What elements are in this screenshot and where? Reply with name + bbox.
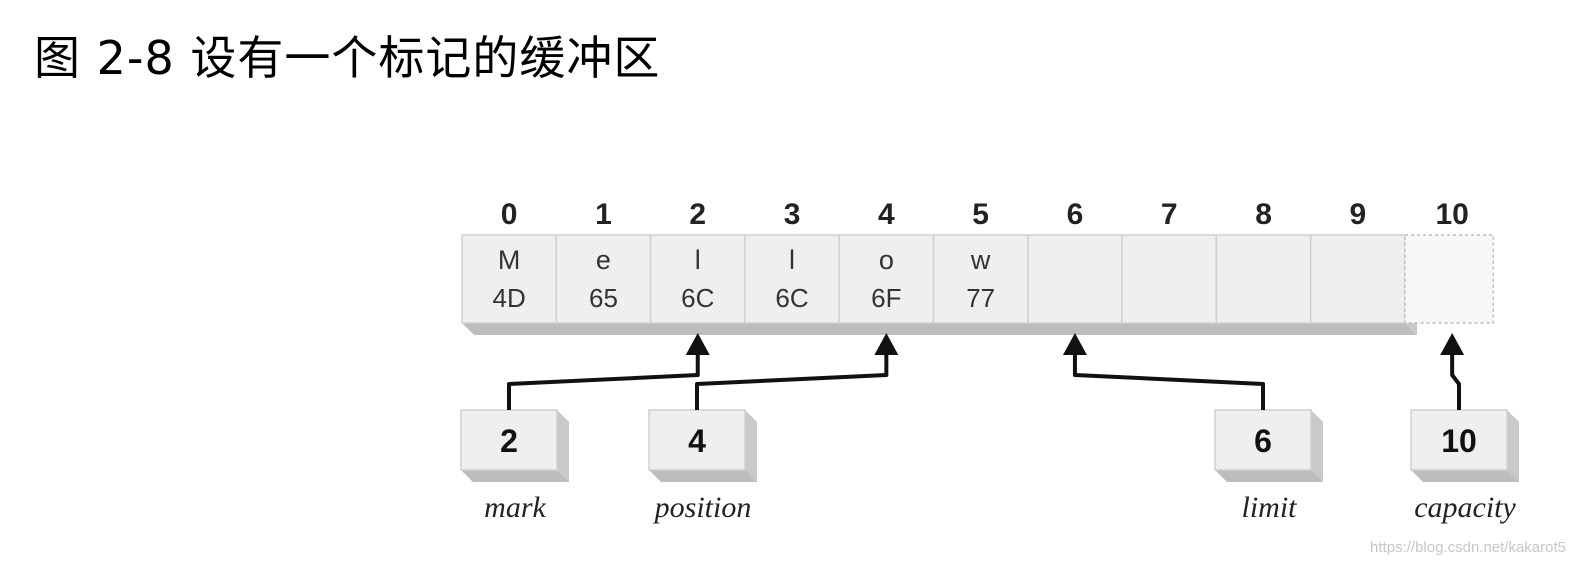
pointer-label: limit: [1241, 491, 1297, 524]
pointer-value: 2: [500, 423, 518, 459]
buffer-cell: [1309, 234, 1406, 324]
index-label: 5: [972, 198, 989, 231]
pointer-box: [460, 409, 558, 471]
cell-hex: 77: [966, 283, 995, 313]
pointer-arrowhead: [874, 333, 899, 355]
buffer-cell: [1121, 234, 1218, 324]
pointer-box-side: [557, 410, 569, 482]
cell-char: l: [695, 245, 701, 275]
pointer-label: capacity: [1414, 491, 1516, 524]
cell-hex: 65: [589, 283, 618, 313]
buffer-cell: [932, 234, 1029, 324]
index-label: 10: [1435, 198, 1468, 231]
pointer-connector: [695, 355, 889, 410]
pointer-connector: [507, 355, 700, 410]
pointer-connector: [1072, 355, 1265, 410]
watermark: https://blog.csdn.net/kakarot5: [1370, 539, 1566, 556]
cell-hex: 4D: [493, 283, 526, 313]
pointer-label: position: [653, 491, 752, 524]
cell-hex: 6C: [775, 283, 808, 313]
cell-char: M: [498, 245, 521, 275]
cell-hex: 6C: [681, 283, 714, 313]
cell-char: o: [879, 245, 894, 275]
pointer-arrowhead: [1440, 333, 1465, 355]
buffer-cell: [555, 234, 652, 324]
pointer-box-side: [745, 410, 757, 482]
pointer-box: [1214, 409, 1312, 471]
cell-hex: 6F: [871, 283, 901, 313]
pointer-box-side: [1311, 410, 1323, 482]
pointer-box-bottom: [649, 470, 757, 482]
capacity-slot: [1404, 234, 1495, 324]
index-label: 6: [1067, 198, 1084, 231]
buffer-cell: [1215, 234, 1312, 324]
pointer-box-bottom: [461, 470, 569, 482]
index-label: 8: [1255, 198, 1272, 231]
figure-title: 图 2-8 设有一个标记的缓冲区: [34, 31, 661, 85]
pointer-value: 6: [1254, 423, 1272, 459]
pointer-label: mark: [484, 491, 546, 524]
buffer-shadow-bottom: [462, 323, 1417, 335]
pointer-box-bottom: [1411, 470, 1519, 482]
pointer-value: 10: [1441, 423, 1477, 459]
pointer-box-bottom: [1215, 470, 1323, 482]
buffer-cell: [838, 234, 935, 324]
pointer-box: [1410, 409, 1508, 471]
cell-char: w: [970, 245, 991, 275]
index-label: 9: [1350, 198, 1367, 231]
index-label: 2: [689, 198, 706, 231]
pointer-value: 4: [688, 423, 706, 459]
cell-char: e: [596, 245, 611, 275]
cell-char: l: [789, 245, 795, 275]
pointer-box-side: [1507, 410, 1519, 482]
buffer-cell: [744, 234, 840, 324]
index-label: 1: [595, 198, 612, 231]
buffer-cell: [1027, 234, 1123, 324]
index-label: 4: [878, 198, 895, 231]
buffer-cell: [649, 234, 746, 324]
pointer-arrowhead: [1062, 333, 1087, 355]
pointer-box: [648, 409, 746, 471]
buffer-cell: [461, 234, 558, 324]
pointer-arrowhead: [685, 333, 710, 355]
index-label: 0: [501, 198, 518, 231]
index-label: 7: [1161, 198, 1178, 231]
pointer-connector: [1450, 355, 1461, 410]
index-label: 3: [784, 198, 801, 231]
